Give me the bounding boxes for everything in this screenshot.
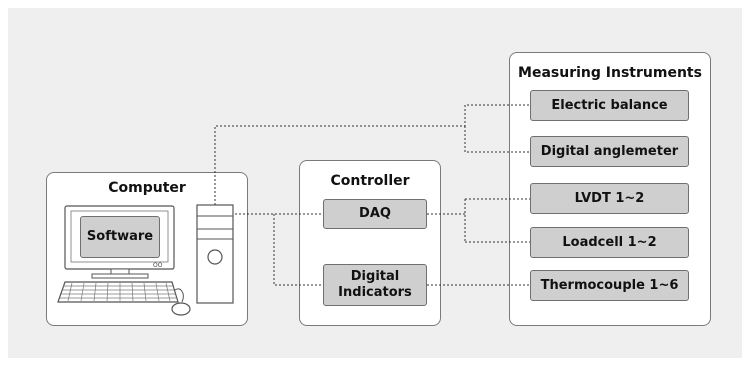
- digital-indicators-box: Digital Indicators: [323, 264, 427, 306]
- daq-box: DAQ: [323, 199, 427, 229]
- thermocouple-box: Thermocouple 1~6: [530, 270, 689, 301]
- monitor-neck: [110, 268, 130, 275]
- software-box: Software: [80, 216, 160, 258]
- power-button-icon: [207, 249, 223, 265]
- monitor-base: [91, 273, 149, 279]
- digital-anglemeter-box: Digital anglemeter: [530, 136, 689, 167]
- monitor-badge: OO: [153, 262, 163, 269]
- computer-title: Computer: [108, 180, 186, 196]
- keyboard: [57, 281, 179, 303]
- line-pc-to-digital-indicators: [273, 214, 323, 286]
- line-to-digital-anglemeter: [464, 126, 530, 153]
- line-to-lvdt: [464, 198, 530, 242]
- line-pc-to-electric-balance: [214, 104, 530, 205]
- connection-lines: [214, 104, 530, 286]
- measuring-instruments-title: Measuring Instruments: [518, 65, 702, 81]
- mouse: [171, 302, 191, 316]
- controller-title: Controller: [330, 173, 410, 189]
- keyboard-keys: [60, 282, 176, 302]
- mouse-cable: [174, 288, 184, 303]
- electric-balance-box: Electric balance: [530, 90, 689, 121]
- lvdt-box: LVDT 1~2: [530, 183, 689, 214]
- loadcell-box: Loadcell 1~2: [530, 227, 689, 258]
